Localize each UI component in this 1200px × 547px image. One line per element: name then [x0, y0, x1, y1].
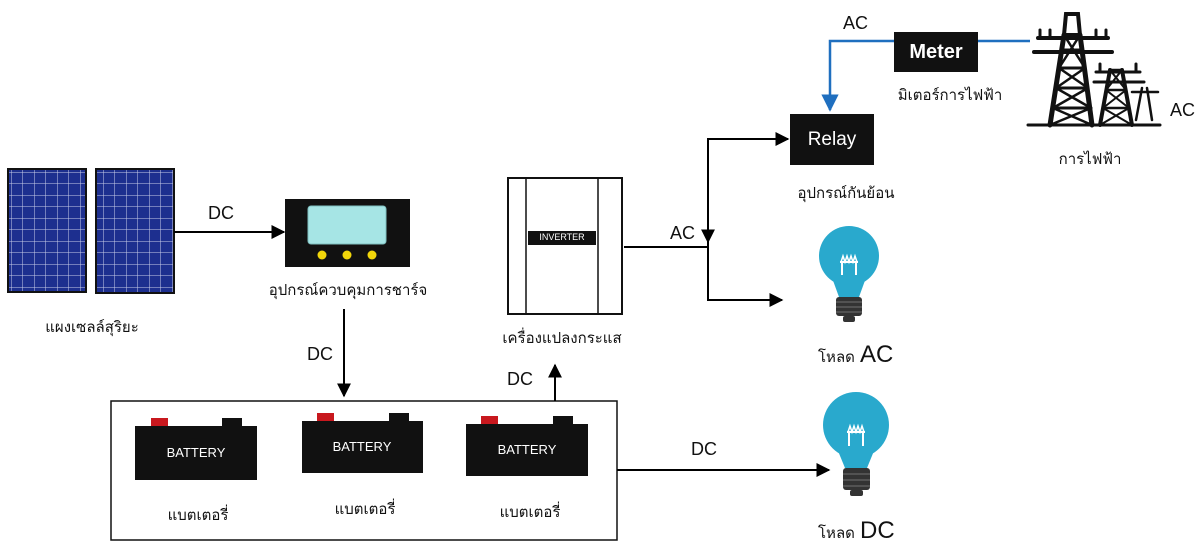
arrow-junction-to-relay [707, 132, 790, 247]
light-bulb-ac-icon [819, 226, 879, 322]
light-bulb-dc-icon [823, 392, 889, 496]
relay [790, 114, 874, 165]
dc-label-inverter: DC [507, 369, 533, 389]
inverter-caption: เครื่องแปลงกระแส [502, 329, 622, 347]
load-dc-suffix: DC [859, 517, 895, 544]
battery-plate-3: BATTERY [497, 442, 557, 457]
meter [894, 32, 978, 72]
load-ac-prefix: โหลด [818, 348, 855, 366]
battery-caption-1: แบตเตอรี่ [167, 506, 229, 524]
dc-label-panel: DC [208, 203, 234, 223]
ac-label-grid-side: AC [1170, 100, 1196, 120]
battery-2 [302, 413, 423, 473]
relay-label: Relay [807, 129, 857, 150]
charge-controller-caption: อุปกรณ์ควบคุมการชาร์จ [268, 281, 428, 299]
arrow-junction-to-ac-load [707, 247, 784, 307]
inverter-plate: INVERTER [539, 232, 585, 242]
connection-lines [174, 132, 831, 477]
meter-label: Meter [909, 41, 963, 63]
meter-caption: มิเตอร์การไฟฟ้า [897, 86, 1003, 104]
dc-label-load: DC [691, 439, 717, 459]
ac-label-grid-top: AC [843, 13, 869, 33]
battery-caption-2: แบตเตอรี่ [334, 500, 396, 518]
ac-label-inverter: AC [670, 223, 696, 243]
battery-caption-3: แบตเตอรี่ [499, 503, 561, 521]
load-ac-caption: โหลด AC [818, 343, 893, 367]
battery-1 [135, 418, 257, 480]
grid-lines [821, 39, 1030, 112]
solar-panel [7, 168, 175, 294]
transmission-tower-icon [1026, 12, 1162, 128]
load-dc-caption: โหลด DC [818, 519, 895, 543]
dc-label-controller: DC [307, 344, 333, 364]
battery-plate-2: BATTERY [332, 439, 392, 454]
relay-caption: อุปกรณ์กันย้อน [797, 184, 895, 202]
charge-controller [285, 199, 410, 267]
solar-panel-caption: แผงเซลล์สุริยะ [45, 318, 139, 336]
battery-plate-1: BATTERY [166, 445, 226, 460]
grid-caption: การไฟฟ้า [1058, 150, 1122, 168]
inverter [507, 177, 623, 315]
battery-3 [466, 416, 588, 476]
load-ac-suffix: AC [859, 341, 894, 368]
load-dc-prefix: โหลด [818, 524, 855, 542]
arrow-meter-to-relay [821, 39, 894, 112]
